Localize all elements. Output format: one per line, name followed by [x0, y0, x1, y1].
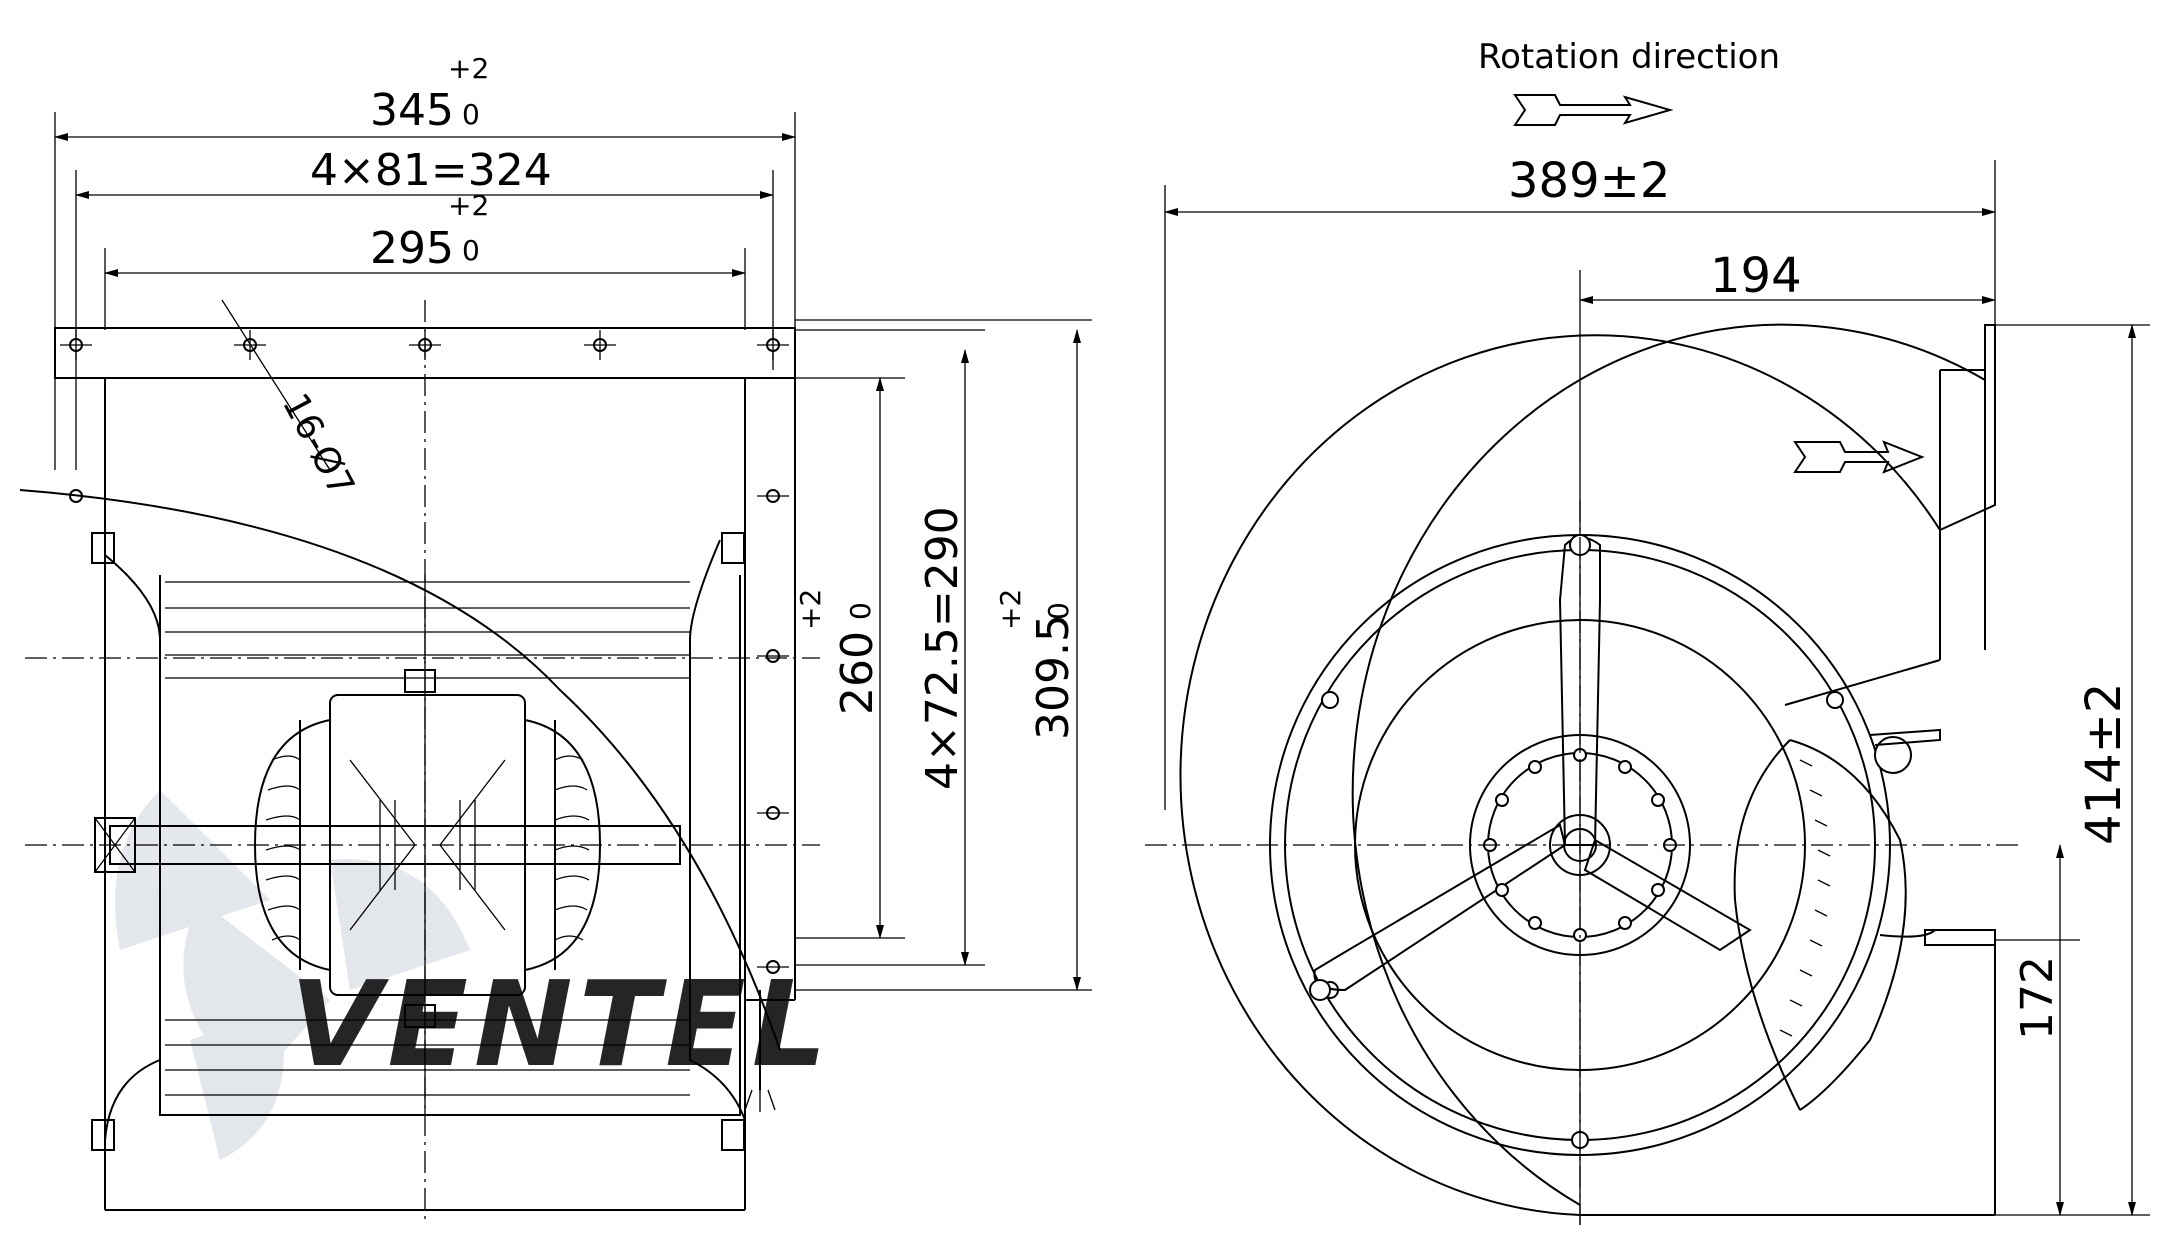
cutoff-pivot: [1874, 736, 1912, 774]
left-side-plate: [104, 554, 161, 1141]
dim-389-label: 389±2: [1508, 153, 1670, 209]
rotation-direction-label: Rotation direction: [1478, 37, 1780, 77]
dim-345-tol-minus: 0: [462, 98, 480, 131]
dim-345-tol-plus: +2: [448, 52, 489, 85]
hub: [94, 817, 136, 873]
outlet-flow-arrow: [1793, 440, 1925, 474]
holes-label: 16-Ø7: [274, 387, 362, 503]
cutoff-grille-outer: [1789, 739, 1907, 1111]
dim-172-label: 172: [2012, 956, 2063, 1040]
dim-345-label: 345: [370, 85, 454, 136]
dim-309-label: 309.5: [1028, 614, 1079, 740]
flange-holes-top: [60, 330, 789, 360]
housing-scroll-edge: [19, 489, 781, 1051]
dim-260-tol-minus: 0: [844, 602, 877, 620]
dim-309-tol-minus: 0: [1042, 602, 1075, 620]
side-view: 345 +2 0 4×81=324 295 +2 0: [19, 52, 1092, 1220]
dim-260-label: 260: [832, 631, 883, 715]
rotation-direction-arrow: [1513, 94, 1674, 126]
holes-leader: [221, 299, 331, 471]
dim-194-label: 194: [1710, 248, 1802, 304]
dim-414-label: 414±2: [2076, 683, 2132, 845]
front-view: Rotation direction 389±2 194 414±2 172: [1145, 37, 2150, 1225]
shaft: [109, 825, 681, 865]
flange-holes-right: [69, 489, 789, 974]
dim-295-tol-minus: 0: [462, 234, 480, 267]
dim-290-label: 4×72.5=290: [917, 506, 968, 790]
cutoff-grille-blades: [1779, 759, 1831, 1037]
dim-260-tol-plus: +2: [794, 589, 827, 630]
dim-295-tol-plus: +2: [448, 189, 489, 222]
motor-mount-spokes: [1309, 534, 1752, 1001]
hub-bolts: [1483, 748, 1677, 942]
dim-295-label: 295: [370, 223, 454, 274]
dim-324-label: 4×81=324: [310, 145, 552, 196]
motor: [253, 694, 602, 996]
mounting-bolts: [91, 532, 745, 1151]
dim-309-tol-plus: +2: [994, 589, 1027, 630]
scroll-housing-outer: [1179, 324, 1996, 1216]
